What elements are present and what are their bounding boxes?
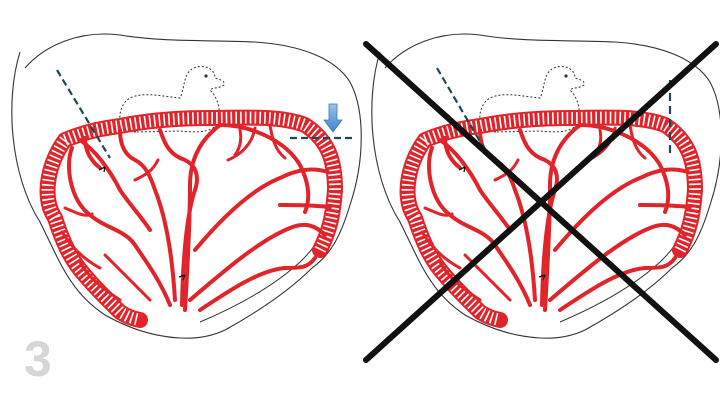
- incision-line-left: [56, 69, 111, 159]
- incision-line-right-panel: [436, 67, 486, 151]
- placenta-diagram-left: [12, 34, 361, 338]
- placenta-diagram-right: [372, 34, 720, 338]
- cross-out-icon: [363, 41, 719, 363]
- step-number: 3: [24, 331, 52, 387]
- down-arrow-icon: [323, 103, 343, 133]
